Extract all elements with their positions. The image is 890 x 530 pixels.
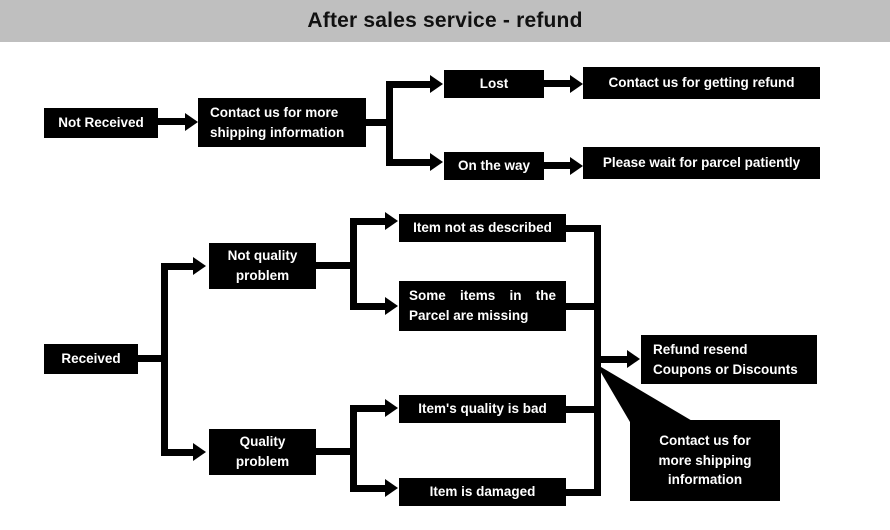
arrowhead-quality-to-item-damaged — [385, 479, 398, 497]
edge-quality-bus-vertical — [350, 405, 357, 492]
edge-item-damaged-to-bus — [566, 489, 600, 496]
edge-not-quality-to-item-described — [350, 218, 388, 225]
edge-contact-bus-vertical — [386, 81, 393, 166]
edge-bus-to-not-quality — [161, 263, 195, 270]
edge-bus-to-on-the-way — [386, 159, 432, 166]
node-items-missing-line1: Some items in the — [409, 288, 556, 304]
callout-tail — [596, 364, 694, 422]
node-quality-problem-line2: problem — [235, 454, 290, 469]
node-item-not-as-described[interactable]: Item not as described — [399, 214, 566, 242]
node-refund-resend-line2: Coupons or Discounts — [653, 361, 798, 377]
node-lost[interactable]: Lost — [444, 70, 544, 98]
node-on-the-way-label: On the way — [457, 158, 530, 174]
node-not-quality-problem-line2: problem — [235, 268, 290, 283]
node-callout-line2: more shipping — [658, 452, 752, 468]
node-items-missing[interactable]: Some items in the Parcel are missing — [399, 281, 566, 331]
edge-not-quality-bus-vertical — [350, 218, 357, 310]
edge-not-received-to-contact — [158, 118, 185, 125]
node-item-quality-bad[interactable]: Item's quality is bad — [399, 395, 566, 423]
edge-bus-to-lost — [386, 81, 432, 88]
edge-bus-to-refund-resend — [594, 356, 630, 363]
arrowhead-on-the-way-to-wait — [570, 157, 583, 175]
arrowhead-not-quality-to-items-missing — [385, 297, 398, 315]
edge-quality-to-item-bad — [350, 405, 388, 412]
node-callout-line3: information — [667, 472, 743, 488]
node-not-quality-problem[interactable]: Not quality problem — [209, 243, 316, 289]
arrowhead-not-received-to-contact — [185, 113, 198, 131]
node-item-quality-bad-label: Item's quality is bad — [418, 401, 547, 417]
edge-received-bus-vertical — [161, 263, 168, 456]
node-quality-problem[interactable]: Quality problem — [209, 429, 316, 475]
page-title: After sales service - refund — [307, 9, 583, 32]
node-received[interactable]: Received — [44, 344, 138, 374]
edge-quality-stem — [316, 448, 354, 455]
node-wait-parcel[interactable]: Please wait for parcel patiently — [583, 147, 820, 179]
node-contact-shipping-info-line2: shipping information — [210, 124, 345, 140]
arrowhead-bus-to-not-quality — [193, 257, 206, 275]
node-received-label: Received — [61, 351, 121, 367]
edge-item-bad-to-bus — [566, 406, 600, 413]
edge-not-quality-stem — [316, 262, 354, 269]
node-wait-parcel-label: Please wait for parcel patiently — [602, 155, 801, 171]
node-contact-getting-refund[interactable]: Contact us for getting refund — [583, 67, 820, 99]
node-contact-shipping-info-line1: Contact us for more — [210, 104, 339, 120]
node-not-received[interactable]: Not Received — [44, 108, 158, 138]
node-callout-line1: Contact us for — [659, 433, 751, 449]
node-not-quality-problem-line1: Not quality — [227, 248, 298, 264]
edge-quality-to-item-damaged — [350, 485, 388, 492]
header-banner — [0, 0, 890, 42]
node-not-received-label: Not Received — [58, 115, 144, 131]
node-lost-label: Lost — [479, 76, 509, 92]
arrowhead-bus-to-refund-resend — [627, 350, 640, 368]
edge-received-stem — [138, 355, 168, 362]
node-contact-shipping-info[interactable]: Contact us for more shipping information — [198, 98, 366, 147]
edge-contact-bus-stem — [366, 119, 392, 126]
arrowhead-quality-to-item-bad — [385, 399, 398, 417]
node-item-not-as-described-label: Item not as described — [413, 220, 552, 236]
node-refund-resend-line1: Refund resend — [653, 341, 748, 357]
edge-on-the-way-to-wait — [544, 162, 571, 169]
node-item-damaged[interactable]: Item is damaged — [399, 478, 566, 506]
node-contact-getting-refund-label: Contact us for getting refund — [608, 75, 795, 91]
node-callout-contact-shipping[interactable]: Contact us for more shipping information — [630, 420, 780, 501]
edge-items-missing-to-bus — [566, 303, 600, 310]
arrowhead-bus-to-quality — [193, 443, 206, 461]
node-items-missing-line2: Parcel are missing — [409, 308, 529, 323]
edge-bus-to-quality — [161, 449, 195, 456]
edge-item-described-to-bus — [566, 225, 600, 232]
node-item-damaged-label: Item is damaged — [429, 484, 536, 500]
arrowhead-not-quality-to-item-described — [385, 212, 398, 230]
arrowhead-lost-to-refund-contact — [570, 75, 583, 93]
arrowhead-bus-to-lost — [430, 75, 443, 93]
node-refund-resend[interactable]: Refund resend Coupons or Discounts — [641, 335, 817, 384]
edge-lost-to-refund-contact — [544, 80, 571, 87]
node-on-the-way[interactable]: On the way — [444, 152, 544, 180]
arrowhead-bus-to-on-the-way — [430, 153, 443, 171]
node-quality-problem-line1: Quality — [239, 434, 286, 450]
edge-not-quality-to-items-missing — [350, 303, 388, 310]
